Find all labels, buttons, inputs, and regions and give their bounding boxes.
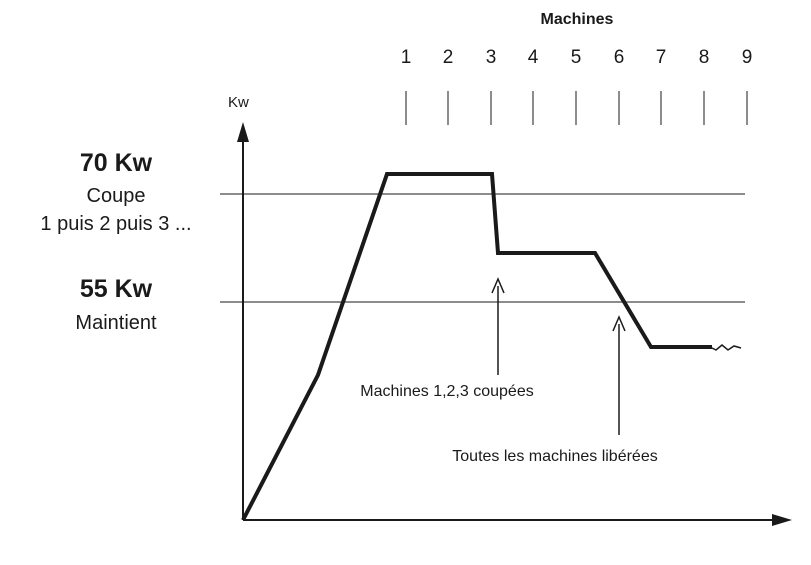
machine-number-9: 9	[742, 47, 753, 68]
y-axis-arrowhead	[237, 122, 249, 142]
machine-columns: 1 2 3 4 5 6 7 8 9	[401, 47, 753, 125]
cut-sequence-caption: 1 puis 2 puis 3 ...	[40, 213, 191, 235]
machine-number-6: 6	[614, 47, 625, 68]
machine-number-2: 2	[443, 47, 454, 68]
machine-number-8: 8	[699, 47, 710, 68]
machine-number-1: 1	[401, 47, 412, 68]
curve-break-mark	[709, 344, 742, 351]
cut-level-caption: Coupe	[87, 185, 146, 207]
hold-level-value: 55 Kw	[80, 275, 153, 303]
x-axis-arrowhead	[772, 514, 792, 526]
released-arrowhead	[612, 315, 626, 332]
cut-machines-label: Machines 1,2,3 coupées	[360, 383, 533, 400]
machine-number-4: 4	[528, 47, 539, 68]
y-axis-unit: Kw	[228, 94, 249, 111]
machines-header: Machines	[541, 11, 614, 28]
released-label: Toutes les machines libérées	[452, 448, 657, 465]
hold-level-caption: Maintient	[75, 312, 157, 334]
cut-level-value: 70 Kw	[80, 149, 153, 177]
machine-number-3: 3	[486, 47, 497, 68]
cut-machines-arrowhead	[491, 277, 505, 294]
machine-number-5: 5	[571, 47, 582, 68]
power-curve	[241, 172, 712, 521]
machine-number-7: 7	[656, 47, 667, 68]
